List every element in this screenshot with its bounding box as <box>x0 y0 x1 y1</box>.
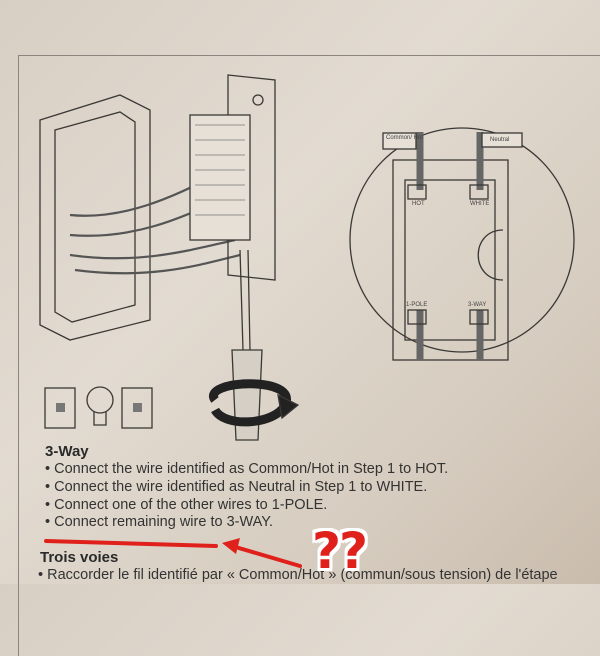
switch-square-icon <box>44 387 76 429</box>
wires <box>69 169 241 275</box>
label-hot: HOT <box>412 201 425 207</box>
instruction-bullet: • Connect one of the other wires to 1-PO… <box>45 497 328 513</box>
switch-square-icon-2 <box>121 387 153 429</box>
question-marks-annotation: ?? <box>312 522 368 580</box>
label-1-pole: 1-POLE <box>406 302 428 308</box>
label-neutral: Neutral <box>490 137 510 143</box>
label-white: WHITE <box>470 201 490 207</box>
instruction-bullet: • Connect remaining wire to 3-WAY. <box>45 514 274 530</box>
wiring-illustration <box>39 74 575 568</box>
red-underline <box>44 539 218 548</box>
heading-trois-voies: Trois voies <box>40 549 119 566</box>
instruction-bullet-fr: • Raccorder le fil identifié par « Commo… <box>38 567 558 583</box>
bulb-icon <box>86 386 114 414</box>
red-arrow <box>230 544 302 568</box>
instruction-bullet: • Connect the wire identified as Common/… <box>45 461 449 477</box>
page-border <box>18 55 600 656</box>
label-common-hot: Common/ Hot <box>386 135 424 141</box>
label-3-way: 3-WAY <box>468 302 487 308</box>
wall-box <box>39 94 151 341</box>
screwdriver-icon <box>239 249 251 351</box>
detail-circle <box>349 127 575 353</box>
instruction-bullet: • Connect the wire identified as Neutral… <box>45 479 428 495</box>
heading-3-way: 3-Way <box>45 443 89 460</box>
